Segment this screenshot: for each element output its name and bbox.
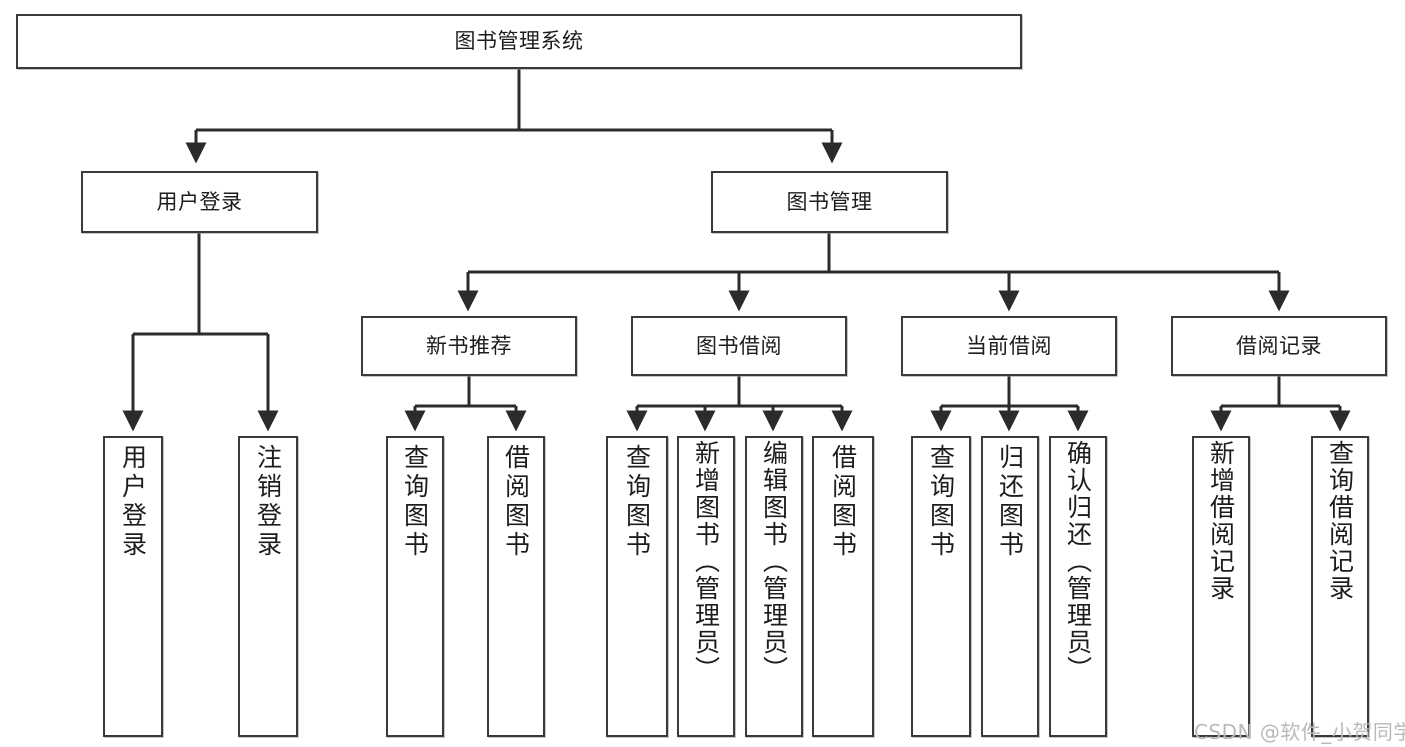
node-label: 借阅记录 (1236, 333, 1322, 358)
node-current-borrow[interactable]: 当前借阅 (901, 316, 1117, 376)
leaf-logout-login[interactable]: 注销登录 (238, 436, 298, 737)
node-label: 查询借阅记录 (1325, 440, 1355, 602)
node-label: 查询图书 (622, 444, 652, 560)
node-root-system[interactable]: 图书管理系统 (16, 14, 1022, 69)
leaf-borrow-book-2[interactable]: 借阅图书 (812, 436, 874, 737)
node-new-book-recommend[interactable]: 新书推荐 (361, 316, 577, 376)
node-label: 归还图书 (995, 444, 1025, 560)
csdn-watermark: CSDN @软件_小贺同学 (1194, 720, 1405, 744)
node-user-login[interactable]: 用户登录 (81, 171, 318, 233)
node-label: 查询图书 (926, 444, 956, 560)
node-label: 用户登录 (156, 189, 243, 214)
leaf-query-record[interactable]: 查询借阅记录 (1311, 436, 1369, 737)
leaf-user-login[interactable]: 用户登录 (103, 436, 163, 737)
node-label: 注销登录 (253, 444, 283, 560)
node-label: 当前借阅 (966, 333, 1052, 358)
node-label: 借阅图书 (501, 444, 531, 560)
leaf-borrow-book-1[interactable]: 借阅图书 (487, 436, 545, 737)
node-borrow-record[interactable]: 借阅记录 (1171, 316, 1387, 376)
node-book-management[interactable]: 图书管理 (711, 171, 948, 233)
node-label: 新增借阅记录 (1206, 440, 1236, 602)
leaf-query-book-3[interactable]: 查询图书 (911, 436, 971, 737)
leaf-return-book[interactable]: 归还图书 (981, 436, 1039, 737)
leaf-query-book-1[interactable]: 查询图书 (386, 436, 444, 737)
node-label: 借阅图书 (828, 444, 858, 560)
node-label: 图书管理系统 (454, 29, 584, 54)
node-label: 查询图书 (400, 444, 430, 560)
node-label: 确认归还（管理员） (1063, 440, 1093, 683)
node-label: 图书借阅 (696, 333, 782, 358)
node-book-borrow[interactable]: 图书借阅 (631, 316, 847, 376)
leaf-confirm-return[interactable]: 确认归还（管理员） (1049, 436, 1107, 737)
node-label: 图书管理 (786, 189, 873, 214)
leaf-add-record[interactable]: 新增借阅记录 (1192, 436, 1250, 737)
node-label: 新书推荐 (426, 333, 512, 358)
leaf-edit-book[interactable]: 编辑图书（管理员） (745, 436, 803, 737)
leaf-query-book-2[interactable]: 查询图书 (606, 436, 668, 737)
node-label: 编辑图书（管理员） (759, 440, 789, 683)
node-label: 用户登录 (118, 444, 148, 560)
node-label: 新增图书（管理员） (691, 440, 721, 683)
leaf-add-book[interactable]: 新增图书（管理员） (677, 436, 735, 737)
